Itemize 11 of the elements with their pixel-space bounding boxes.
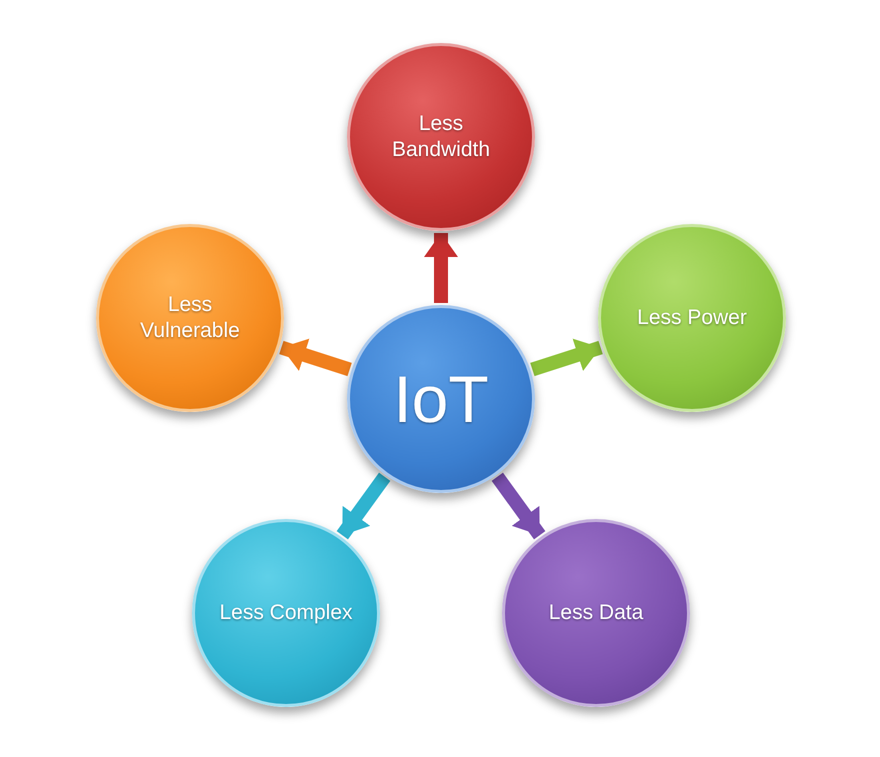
node-label: Less Data <box>548 600 644 626</box>
node-label: Less Vulnerable <box>139 292 241 344</box>
node-label: Less Bandwidth <box>390 110 492 163</box>
block-arrow <box>492 472 546 540</box>
block-arrow <box>424 233 458 303</box>
node-label: Less Complex <box>218 600 354 626</box>
node-label: Less Power <box>636 304 748 331</box>
block-arrow <box>336 472 390 540</box>
block-arrow <box>279 338 352 376</box>
node-label: IoT <box>392 360 490 438</box>
block-arrow <box>530 338 603 376</box>
